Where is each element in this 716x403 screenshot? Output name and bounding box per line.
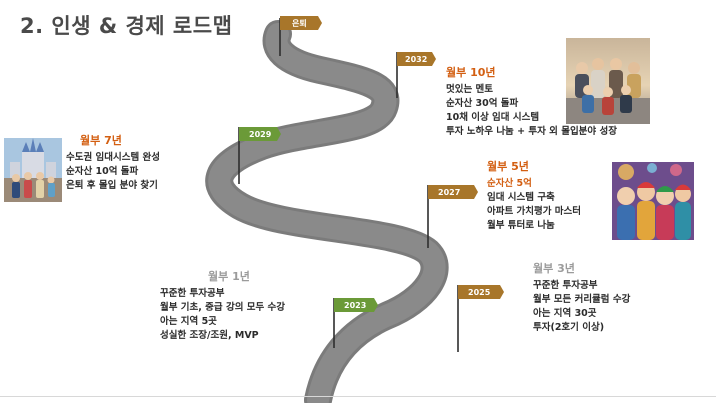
milestone-line: 꾸준한 투자공부 bbox=[160, 288, 225, 299]
milestone-line: 10채 이상 임대 시스템 bbox=[446, 112, 540, 123]
milestone-year-10: 월부 10년 멋있는 멘토 순자산 30억 돌파 10채 이상 임대 시스템 투… bbox=[446, 66, 617, 139]
page-title: 2. 인생 & 경제 로드맵 bbox=[20, 14, 233, 38]
milestone-heading: 월부 3년 bbox=[533, 262, 575, 275]
milestone-line: 순자산 10억 돌파 bbox=[66, 166, 139, 177]
milestone-heading: 월부 1년 bbox=[208, 270, 250, 283]
flag-2025: 2025 bbox=[457, 285, 504, 352]
milestone-line: 멋있는 멘토 bbox=[446, 84, 494, 95]
milestone-year-5: 월부 5년 순자산 5억 임대 시스템 구축 아파트 가치평가 마스터 월부 튜… bbox=[487, 160, 581, 233]
flag-label-retire: 은퇴 bbox=[292, 18, 307, 28]
flag-2023: 2023 bbox=[333, 298, 378, 348]
milestone-line: 아는 지역 30곳 bbox=[533, 308, 597, 319]
castle-family-photo bbox=[4, 138, 62, 202]
milestone-year-7: 월부 7년 수도권 임대시스템 완성 순자산 10억 돌파 은퇴 후 몰입 분야… bbox=[66, 134, 160, 193]
milestone-heading: 월부 5년 bbox=[487, 160, 529, 173]
flag-retire: 은퇴 bbox=[279, 16, 322, 56]
milestone-line: 아는 지역 5곳 bbox=[160, 316, 217, 327]
milestone-line: 임대 시스템 구축 bbox=[487, 192, 555, 203]
milestone-line: 투자(2호기 이상) bbox=[533, 322, 605, 333]
flag-label-2032: 2032 bbox=[405, 55, 427, 64]
flag-label-2029: 2029 bbox=[249, 130, 272, 139]
milestone-line: 수도권 임대시스템 완성 bbox=[66, 152, 161, 163]
milestone-line: 월부 튜터로 나눔 bbox=[487, 220, 555, 231]
milestone-line: 투자 노하우 나눔 + 투자 외 몰입분야 성장 bbox=[446, 126, 617, 137]
slide-bottom-divider bbox=[0, 396, 716, 397]
milestone-line: 아파트 가치평가 마스터 bbox=[487, 206, 582, 217]
flag-2027: 2027 bbox=[427, 185, 478, 248]
milestone-heading: 월부 7년 bbox=[80, 134, 122, 147]
family-photo bbox=[566, 38, 650, 124]
milestone-heading: 월부 10년 bbox=[446, 66, 496, 79]
theme-park-photo bbox=[612, 162, 694, 240]
milestone-line: 월부 기초, 중급 강의 모두 수강 bbox=[160, 302, 286, 313]
milestone-line: 순자산 5억 bbox=[487, 178, 532, 189]
flag-2032: 2032 bbox=[396, 52, 436, 98]
milestone-year-1: 월부 1년 꾸준한 투자공부 월부 기초, 중급 강의 모두 수강 아는 지역 … bbox=[160, 270, 285, 343]
milestone-line: 꾸준한 투자공부 bbox=[533, 280, 598, 291]
flag-label-2023: 2023 bbox=[344, 301, 366, 310]
flag-label-2027: 2027 bbox=[438, 188, 460, 197]
milestone-line: 성실한 조장/조원, MVP bbox=[160, 330, 259, 341]
flag-2029: 2029 bbox=[238, 127, 281, 184]
milestone-year-3: 월부 3년 꾸준한 투자공부 월부 모든 커리큘럼 수강 아는 지역 30곳 투… bbox=[533, 262, 630, 335]
milestone-line: 월부 모든 커리큘럼 수강 bbox=[533, 294, 631, 305]
flag-label-2025: 2025 bbox=[468, 288, 491, 297]
milestone-line: 은퇴 후 몰입 분야 찾기 bbox=[66, 180, 158, 191]
milestone-line: 순자산 30억 돌파 bbox=[446, 98, 519, 109]
